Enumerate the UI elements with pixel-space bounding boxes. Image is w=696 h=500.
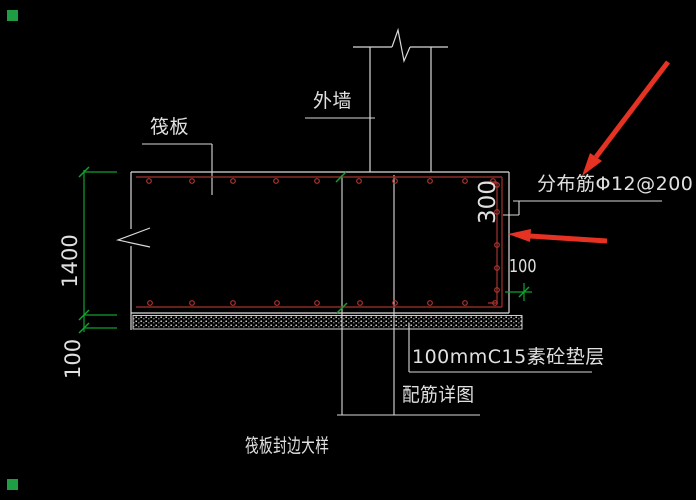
rebar-dot <box>274 300 280 306</box>
slab-outline <box>130 171 510 330</box>
rebar-dot <box>147 300 153 306</box>
rebar-dot <box>357 300 363 306</box>
rebar-dot <box>494 265 500 271</box>
rebar-dot <box>492 300 498 306</box>
distribution-rebar-label: 分布筋Φ12@200 <box>537 173 694 195</box>
slab-left-break-symbol <box>115 227 151 248</box>
exterior-wall-label: 外墙 <box>313 90 353 112</box>
rebar-detail-label: 配筋详图 <box>402 384 475 406</box>
rebar-dot <box>494 287 500 293</box>
grip-marker-bottom-left <box>7 479 18 490</box>
rebar-dot <box>392 300 398 306</box>
drawing-title: 筏板封边大样 <box>245 435 330 457</box>
grip-marker-top-left <box>7 10 18 21</box>
rebar-dot <box>356 178 362 184</box>
rebar-dot <box>462 300 468 306</box>
dimension-edge-height: 300 <box>475 180 501 224</box>
rebar-dot <box>462 178 468 184</box>
rebar-dot <box>146 178 152 184</box>
rebar-dot <box>490 178 496 184</box>
dimension-tick-marks <box>78 166 530 334</box>
rebar-lines <box>136 176 503 308</box>
rebar-dot <box>230 300 236 306</box>
bedding-layer-label: 100mmC15素砼垫层 <box>412 346 605 368</box>
rebar-dot <box>230 178 236 184</box>
rebar-dot <box>273 178 279 184</box>
raft-slab-leader <box>142 143 213 195</box>
wall-lines <box>353 46 448 172</box>
rebar-dot <box>314 178 320 184</box>
dimension-lines <box>83 170 532 332</box>
dimension-bedding-thickness: 100 <box>61 338 85 379</box>
rebar-dot <box>494 242 500 248</box>
rebar-dot <box>494 209 500 215</box>
raft-slab-label: 筏板 <box>150 116 190 138</box>
rebar-dot <box>427 178 433 184</box>
rebar-dots <box>146 178 500 306</box>
rebar-dot <box>189 178 195 184</box>
rebar-dot <box>494 182 500 188</box>
bedding-layer-leader <box>408 323 592 373</box>
dimension-edge-extension: 100 <box>509 256 537 277</box>
annotation-arrow-left <box>508 229 608 244</box>
wall-break-symbol <box>391 27 411 64</box>
rebar-dot <box>427 300 433 306</box>
distribution-rebar-leader <box>503 200 662 216</box>
rebar-detail-callout-lines <box>337 175 480 416</box>
bedding-layer-hatch <box>132 315 523 330</box>
annotation-arrow-down-left <box>582 60 670 176</box>
rebar-dot <box>392 178 398 184</box>
rebar-dot <box>189 300 195 306</box>
rebar-dot <box>314 300 320 306</box>
dimension-slab-thickness: 1400 <box>58 234 82 288</box>
